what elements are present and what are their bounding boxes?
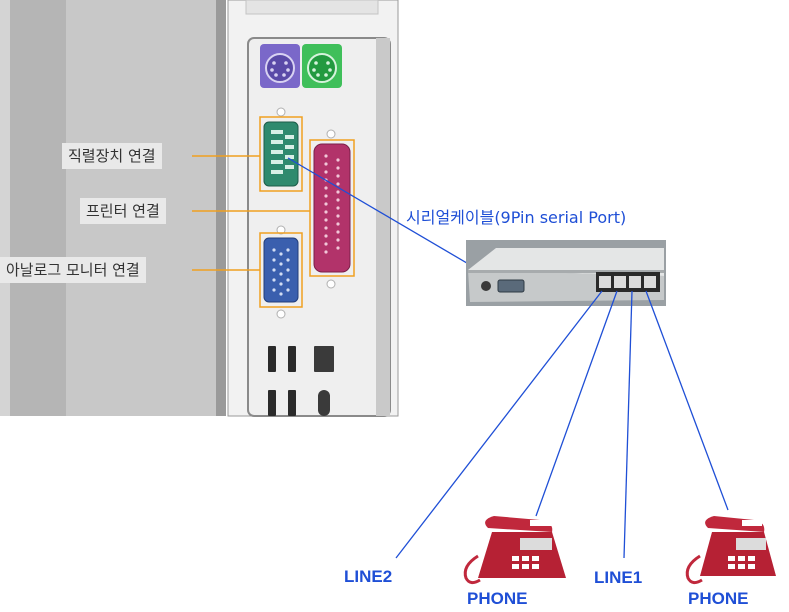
serial-cable-label: 시리얼케이블(9Pin serial Port): [406, 208, 627, 227]
serial-port-highlight: [259, 116, 303, 192]
interface-device: [466, 240, 666, 306]
serial-device-label: 직렬장치 연결: [62, 143, 162, 169]
panel-top-slot: [245, 0, 379, 15]
parallel-port-highlight: [309, 139, 355, 277]
telephone-right: [685, 516, 776, 585]
telephone-left: [463, 516, 566, 585]
vent-slots: [268, 346, 334, 416]
phone-wires: [395, 290, 729, 559]
ps2-mouse-port: [260, 44, 300, 88]
parallel-port: [313, 143, 351, 273]
screw-holes: [276, 107, 336, 319]
pc-case-edge: [216, 0, 226, 416]
phone-right-label: PHONE: [688, 589, 749, 608]
serial-port: [263, 121, 299, 187]
pc-case-panel-dark: [10, 0, 66, 416]
line1-label: LINE1: [594, 568, 643, 587]
ps2-keyboard-port: [302, 44, 342, 88]
line2-label: LINE2: [344, 567, 393, 586]
analog-monitor-label: 아날로그 모니터 연결: [0, 257, 146, 283]
io-shield-edge: [376, 38, 390, 416]
phone-left-label: PHONE: [467, 589, 528, 608]
vga-port: [263, 237, 299, 303]
printer-label: 프린터 연결: [80, 198, 166, 224]
leader-lines: [192, 155, 310, 271]
